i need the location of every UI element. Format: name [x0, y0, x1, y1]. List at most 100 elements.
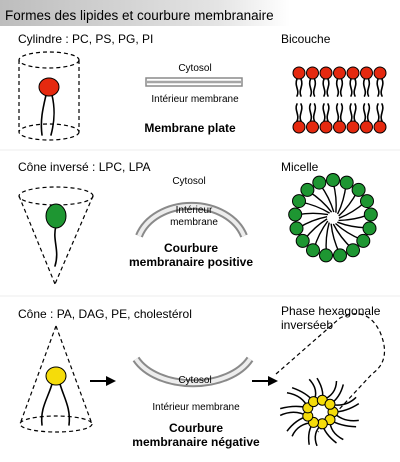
- bilayer-head: [319, 120, 333, 134]
- bilayer-tail: [312, 78, 317, 97]
- positive-curvature-cytosol-label: Cytosol: [172, 176, 206, 187]
- inverted-cone-side: [18, 195, 56, 285]
- negative-curvature-label: Courbure membranaire négative: [132, 421, 260, 449]
- bilayer-tail: [362, 78, 367, 97]
- cylinder-bottom-ellipse: [18, 123, 80, 141]
- micelle-head: [351, 182, 366, 197]
- bilayer-head: [373, 120, 387, 134]
- bilayer-tail: [362, 103, 367, 122]
- flat-membrane-interior-label: Intérieur membrane: [151, 94, 239, 105]
- cone-bottom: [19, 415, 93, 433]
- micelle-head: [292, 194, 306, 209]
- positive-curvature-label: Courbure membranaire positive: [128, 241, 254, 269]
- lipid-tail: [50, 94, 55, 136]
- bilayer-tail: [312, 103, 317, 122]
- negative-curvature-membrane-core: [134, 357, 252, 386]
- bilayer-head: [360, 120, 373, 134]
- micelle-head: [289, 221, 304, 236]
- bilayer-head: [373, 66, 387, 80]
- micelle-head: [333, 248, 347, 263]
- arrow-right-head: [268, 376, 278, 386]
- micelle-head: [363, 207, 378, 222]
- micelle-head: [319, 248, 333, 263]
- cone-label: Cône : PA, DAG, PE, cholestérol: [18, 307, 192, 321]
- bilayer-tail: [339, 103, 344, 122]
- hexagonal-phase-label: Phase hexagonale inverséeb: [281, 304, 381, 332]
- bilayer-tail: [295, 78, 299, 97]
- bilayer-tail: [339, 78, 344, 97]
- bilayer-tail: [376, 78, 380, 97]
- diagram-title: Formes des lipides et courbure membranai…: [5, 8, 274, 23]
- bilayer-tail: [380, 103, 384, 122]
- lipid-head-green: [45, 203, 67, 229]
- inverted-cone-label: Cône inversé : LPC, LPA: [18, 160, 151, 174]
- lipid-tail: [59, 383, 71, 426]
- lipid-tail: [40, 94, 47, 136]
- micelle-head: [300, 182, 315, 197]
- bilayer-tail: [366, 103, 371, 122]
- bilayer-tail: [349, 78, 353, 97]
- bilayer-tail: [335, 103, 340, 122]
- micelle-label: Micelle: [281, 160, 319, 174]
- bilayer-tail: [335, 78, 340, 97]
- bilayer-head: [360, 66, 373, 80]
- bilayer-head: [292, 66, 306, 80]
- bilayer-tail: [326, 78, 330, 97]
- bilayer-tail: [349, 103, 353, 122]
- lipid-tail: [54, 225, 58, 267]
- bilayer-tail: [299, 103, 303, 122]
- micelle-head: [295, 233, 310, 248]
- micelle-head: [312, 175, 327, 190]
- bilayer-head: [333, 66, 346, 80]
- inverse-micelle-head: [324, 398, 336, 410]
- bilayer-head: [346, 66, 360, 80]
- bilayer-tail: [353, 103, 357, 122]
- cylinder-top-ellipse: [18, 51, 80, 69]
- bilayer-head: [346, 120, 360, 134]
- negative-curvature-cytosol-label: Cytosol: [178, 375, 212, 386]
- bilayer-tail: [380, 78, 384, 97]
- micelle-head: [306, 243, 320, 258]
- bilayer-tail: [295, 103, 299, 122]
- bilayer-head: [306, 120, 319, 134]
- micelle-head: [362, 221, 377, 236]
- bilayer-tail: [376, 103, 380, 122]
- bilayer-tail: [322, 78, 326, 97]
- micelle-head: [356, 233, 371, 248]
- inverted-cone-side: [54, 195, 94, 285]
- bilayer-head: [333, 120, 346, 134]
- bilayer-tail: [366, 78, 371, 97]
- bilayer-tail: [308, 78, 313, 97]
- bilayer-tail: [308, 103, 313, 122]
- cone-side: [19, 325, 57, 425]
- lipid-head-yellow: [45, 366, 67, 386]
- micelle-head: [326, 173, 340, 187]
- micelle-head: [346, 243, 360, 258]
- title-backdrop: [0, 0, 290, 26]
- flat-membrane-label: Membrane plate: [144, 121, 236, 135]
- bilayer-head: [319, 66, 333, 80]
- positive-curvature-interior-label: Intérieur membrane: [170, 205, 218, 228]
- micelle-head: [339, 175, 354, 190]
- lipid-head-red: [38, 77, 60, 97]
- inverted-cone-top: [18, 186, 94, 206]
- flat-membrane-cytosol-label: Cytosol: [178, 63, 212, 74]
- bilayer-tail: [353, 78, 357, 97]
- bilayer-head: [306, 66, 319, 80]
- bilayer-tail: [299, 78, 303, 97]
- cone-side: [55, 325, 93, 425]
- bilayer-tail: [322, 103, 326, 122]
- bilayer-tail: [326, 103, 330, 122]
- positive-curvature-membrane-core: [137, 203, 246, 237]
- negative-curvature-interior-label: Intérieur membrane: [152, 402, 240, 413]
- lipid-tail: [40, 383, 53, 426]
- bilayer-label: Bicouche: [281, 32, 331, 46]
- micelle-head: [360, 194, 374, 209]
- bilayer-head: [292, 120, 306, 134]
- hexagonal-cylinder-outline: [275, 313, 386, 433]
- cylinder-label: Cylindre : PC, PS, PG, PI: [18, 32, 154, 46]
- arrow-right-head: [106, 376, 116, 386]
- micelle-head: [288, 207, 303, 222]
